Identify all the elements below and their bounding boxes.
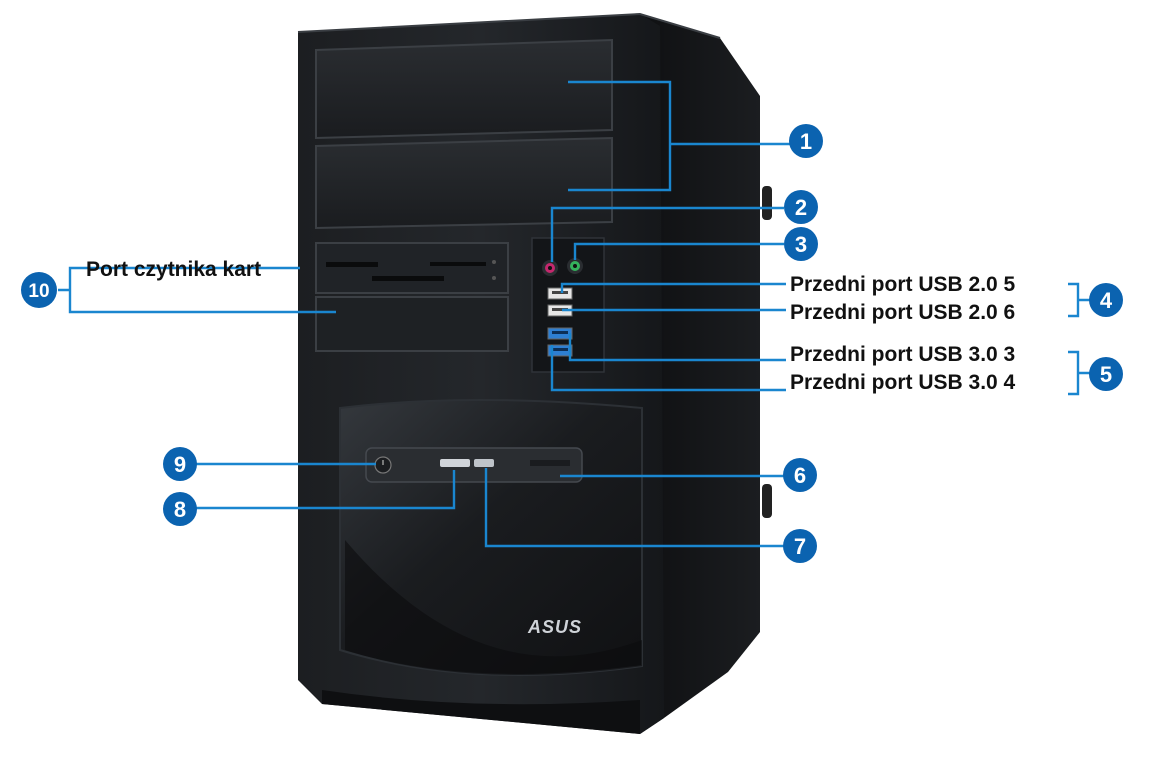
door-reflection bbox=[345, 540, 642, 675]
leader-5a bbox=[568, 333, 786, 362]
leader-4-bracket bbox=[1068, 282, 1090, 318]
label-usb30-3: Przedni port USB 3.0 3 bbox=[790, 343, 1015, 366]
card-reader-led bbox=[492, 260, 496, 264]
power-button-icon[interactable] bbox=[374, 456, 392, 474]
label-usb30-4: Przedni port USB 3.0 4 bbox=[790, 371, 1016, 394]
drive-bay-3 bbox=[315, 296, 509, 352]
control-strip-slot bbox=[530, 460, 570, 466]
leader-4a bbox=[560, 282, 786, 293]
svg-text:9: 9 bbox=[174, 452, 186, 477]
usb30-port-bottom-tongue bbox=[552, 348, 568, 351]
usb30-port-top-tongue bbox=[552, 331, 568, 334]
optical-drive-bay-2 bbox=[315, 136, 613, 230]
case-top-edge bbox=[297, 12, 721, 39]
asus-logo: ASUS bbox=[527, 617, 582, 637]
label-usb20-6: Przedni port USB 2.0 6 bbox=[790, 301, 1015, 324]
side-latch-top bbox=[762, 186, 772, 220]
svg-text:1: 1 bbox=[800, 129, 812, 154]
case-base bbox=[322, 690, 640, 734]
case-side-panel bbox=[640, 14, 760, 734]
callout-5: 5 bbox=[1089, 357, 1123, 391]
svg-text:4: 4 bbox=[1100, 288, 1113, 313]
port-labels: Port czytnika kart Przedni port USB 2.0 … bbox=[86, 258, 1016, 394]
callout-9: 9 bbox=[163, 447, 197, 481]
callouts: 1 2 3 4 5 6 7 8 bbox=[21, 124, 1123, 563]
optical-drive-bay-1 bbox=[315, 38, 613, 140]
leader-8 bbox=[196, 470, 456, 510]
reset-button[interactable] bbox=[440, 459, 470, 467]
svg-text:10: 10 bbox=[28, 281, 49, 302]
label-usb20-5: Przedni port USB 2.0 5 bbox=[790, 273, 1016, 296]
side-latch-bottom bbox=[762, 484, 772, 518]
usb20-port-bottom-tongue bbox=[552, 308, 568, 311]
svg-text:8: 8 bbox=[174, 497, 186, 522]
svg-text:2: 2 bbox=[795, 195, 807, 220]
leader-5b bbox=[550, 345, 786, 392]
callout-8: 8 bbox=[163, 492, 197, 526]
leader-7 bbox=[484, 468, 784, 548]
callout-6: 6 bbox=[783, 458, 817, 492]
callout-1: 1 bbox=[789, 124, 823, 158]
card-slot-2 bbox=[372, 276, 444, 281]
label-card-reader: Port czytnika kart bbox=[86, 258, 261, 281]
microphone-jack-icon bbox=[542, 260, 558, 276]
callout-10: 10 bbox=[21, 272, 57, 308]
svg-text:3: 3 bbox=[795, 232, 807, 257]
card-reader-bay bbox=[315, 242, 509, 294]
svg-text:7: 7 bbox=[794, 534, 806, 559]
card-slot-1 bbox=[326, 262, 378, 267]
leader-1 bbox=[568, 80, 790, 192]
leader-5-bracket bbox=[1068, 350, 1090, 396]
callout-4: 4 bbox=[1089, 283, 1123, 317]
callout-7: 7 bbox=[783, 529, 817, 563]
leader-10 bbox=[58, 266, 336, 314]
leader-lines bbox=[58, 80, 1090, 548]
callout-3: 3 bbox=[784, 227, 818, 261]
leader-2 bbox=[550, 206, 784, 262]
card-reader-led-2 bbox=[492, 276, 496, 280]
leader-3 bbox=[573, 242, 784, 260]
usb20-port-top-tongue bbox=[552, 291, 568, 294]
callout-2: 2 bbox=[784, 190, 818, 224]
hdd-led bbox=[474, 459, 494, 467]
headphone-jack-icon bbox=[567, 258, 583, 274]
svg-text:5: 5 bbox=[1100, 362, 1112, 387]
card-slot-3 bbox=[430, 262, 486, 266]
svg-text:6: 6 bbox=[794, 463, 806, 488]
computer-case: ASUS bbox=[297, 12, 772, 734]
